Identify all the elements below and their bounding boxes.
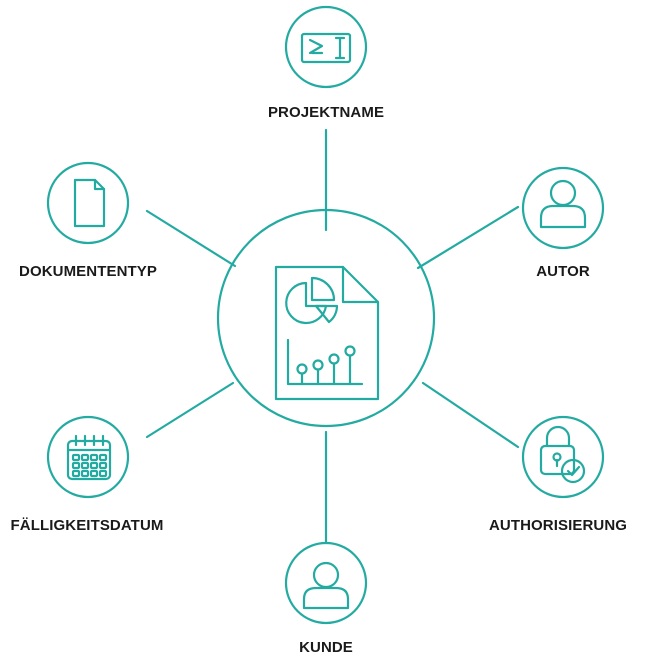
- connector-faelligkeitsdatum: [145, 381, 235, 439]
- user-icon: [539, 179, 587, 229]
- project-name-icon: [300, 32, 352, 64]
- padlock-check-icon: [539, 425, 586, 484]
- label-autor: AUTOR: [536, 263, 590, 280]
- node-faelligkeitsdatum: [46, 415, 130, 499]
- connector-dokumententyp: [145, 209, 237, 268]
- label-authorisierung: AUTHORISIERUNG: [488, 517, 628, 534]
- document-icon: [73, 178, 106, 228]
- center-node: [216, 208, 436, 428]
- node-dokumententyp: [46, 161, 130, 245]
- label-projektname: PROJEKTNAME: [267, 104, 385, 121]
- node-authorisierung: [521, 415, 605, 499]
- label-kunde: KUNDE: [299, 639, 353, 656]
- label-faelligkeitsdatum: FÄLLIGKEITSDATUM: [10, 517, 164, 534]
- label-dokumententyp: DOKUMENTENTYP: [19, 263, 157, 280]
- connector-authorisierung: [421, 381, 520, 449]
- node-kunde: [284, 541, 368, 625]
- node-autor: [521, 166, 605, 250]
- calendar-icon: [66, 434, 112, 481]
- document-chart-icon: [274, 265, 380, 401]
- node-projektname: [284, 5, 368, 89]
- connector-autor: [416, 205, 520, 270]
- user-icon: [302, 561, 350, 610]
